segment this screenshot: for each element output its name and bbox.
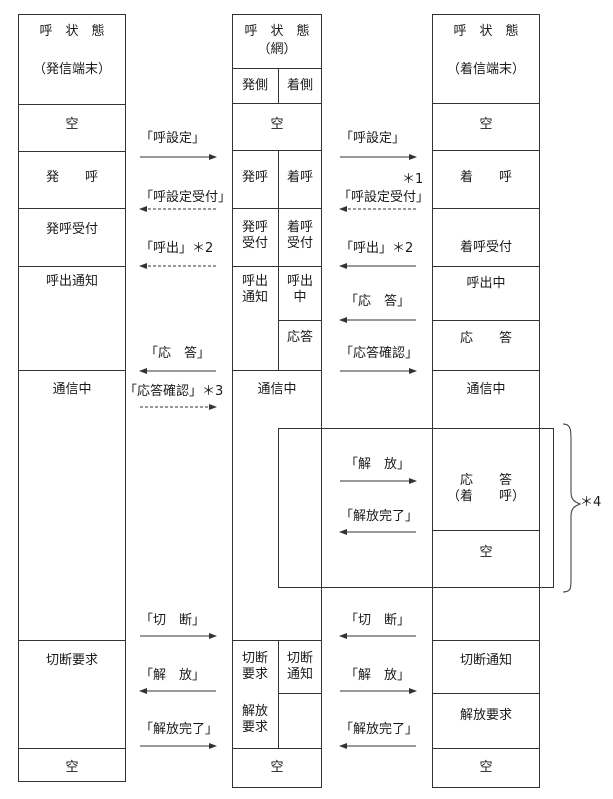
caller-state-ringing-notify: 呼出通知 — [45, 274, 98, 289]
msg-footnote-1: ＊1 — [402, 172, 424, 187]
callee-state-connected: 通信中 — [466, 382, 506, 397]
divider — [432, 530, 540, 531]
divider — [432, 266, 540, 267]
network-state-idle-end: 空 — [270, 760, 284, 775]
caller-state-disconnect-request: 切断要求 — [45, 653, 98, 668]
network-state-idle: 空 — [270, 117, 284, 132]
callee-state-answer-incoming: 応 答 （着 呼） — [446, 473, 525, 504]
msg-release-right: 「解 放」 — [345, 457, 411, 472]
divider — [232, 640, 322, 641]
divider — [232, 103, 322, 104]
divider — [432, 150, 540, 151]
callee-state-idle-mid: 空 — [479, 545, 493, 560]
callee-state-incoming-accepted: 着呼受付 — [459, 240, 512, 255]
caller-state-call-accepted: 発呼受付 — [45, 222, 98, 237]
caller-state-idle: 空 — [65, 117, 79, 132]
divider — [278, 693, 322, 694]
msg-answer-ack-left: 「応答確認」＊3 — [124, 384, 224, 399]
msg-answer-ack-right: 「応答確認」 — [340, 346, 419, 361]
callee-state-disconnect-notify: 切断通知 — [459, 653, 512, 668]
network-header-caller-side: 発側 — [241, 78, 268, 93]
callee-state-idle: 空 — [479, 117, 493, 132]
network-header-subtitle: （網） — [257, 42, 297, 57]
divider — [18, 748, 126, 749]
msg-release-right-2: 「解 放」 — [345, 668, 411, 683]
divider — [432, 748, 540, 749]
caller-header-subtitle: （発信端末） — [32, 62, 111, 77]
network-split — [278, 640, 279, 748]
caller-state-connected: 通信中 — [52, 382, 92, 397]
msg-release-left: 「解 放」 — [140, 668, 206, 683]
network-state-call-accepted: 発呼 受付 — [241, 220, 268, 251]
msg-call-setup-left: 「呼設定」 — [140, 131, 206, 146]
callee-header-title: 呼 状 態 — [453, 24, 519, 39]
callee-state-answer: 応 答 — [459, 331, 512, 346]
callee-state-release-request: 解放要求 — [459, 708, 512, 723]
divider — [18, 640, 126, 641]
divider — [432, 693, 540, 694]
divider — [432, 208, 540, 209]
network-state-connected: 通信中 — [257, 382, 297, 397]
network-state-answer: 応答 — [286, 330, 313, 345]
divider — [432, 640, 540, 641]
network-state-calling: 発呼 — [241, 170, 268, 185]
callee-column — [432, 14, 540, 788]
caller-state-idle-end: 空 — [65, 760, 79, 775]
divider — [432, 370, 540, 371]
msg-release-complete-left: 「解放完了」 — [140, 722, 219, 737]
caller-state-calling: 発 呼 — [45, 170, 98, 185]
divider — [432, 320, 540, 321]
callee-state-incoming: 着 呼 — [459, 170, 512, 185]
msg-alerting-right: 「呼出」＊2 — [340, 241, 414, 256]
network-state-disconnect-request: 切断 要求 — [241, 651, 268, 682]
divider — [232, 208, 322, 209]
msg-disconnect-right: 「切 断」 — [345, 613, 411, 628]
msg-answer-right: 「応 答」 — [345, 294, 411, 309]
callee-state-idle-end: 空 — [479, 760, 493, 775]
network-state-ringing: 呼出 中 — [286, 274, 313, 305]
network-state-disconnect-notify: 切断 通知 — [286, 651, 313, 682]
divider — [432, 103, 540, 104]
divider — [278, 320, 322, 321]
caller-header-title: 呼 状 態 — [39, 24, 105, 39]
divider — [18, 370, 126, 371]
msg-alerting-left: 「呼出」＊2 — [140, 241, 214, 256]
divider — [18, 208, 126, 209]
note-box — [278, 428, 554, 588]
divider — [18, 151, 126, 152]
msg-answer-left: 「応 答」 — [145, 346, 211, 361]
network-state-ringing-notify: 呼出 通知 — [241, 274, 268, 305]
msg-call-setup-ack-right: 「呼設定受付」 — [338, 190, 430, 205]
divider — [232, 748, 322, 749]
msg-call-setup-ack-left: 「呼設定受付」 — [140, 190, 232, 205]
divider — [232, 68, 322, 69]
network-split — [278, 150, 279, 370]
network-header-title: 呼 状 態 — [244, 24, 310, 39]
network-header-callee-side: 着側 — [286, 78, 313, 93]
callee-state-ringing: 呼出中 — [466, 276, 506, 291]
divider — [232, 266, 322, 267]
network-column — [232, 14, 322, 788]
network-state-release-request: 解放 要求 — [241, 704, 268, 735]
divider — [18, 266, 126, 267]
caller-column — [18, 14, 126, 782]
divider — [232, 370, 322, 371]
divider — [18, 104, 126, 105]
network-state-incoming: 着呼 — [286, 170, 313, 185]
msg-disconnect-left: 「切 断」 — [140, 613, 206, 628]
msg-release-complete-right-2: 「解放完了」 — [340, 722, 419, 737]
note-brace — [562, 423, 582, 593]
note-brace-label: ＊4 — [580, 495, 602, 510]
msg-release-complete-right: 「解放完了」 — [340, 509, 419, 524]
msg-call-setup-right: 「呼設定」 — [340, 131, 406, 146]
callee-header-subtitle: （着信端末） — [446, 62, 525, 77]
network-split — [278, 68, 279, 103]
divider — [232, 150, 322, 151]
network-state-incoming-accepted: 着呼 受付 — [286, 220, 313, 251]
